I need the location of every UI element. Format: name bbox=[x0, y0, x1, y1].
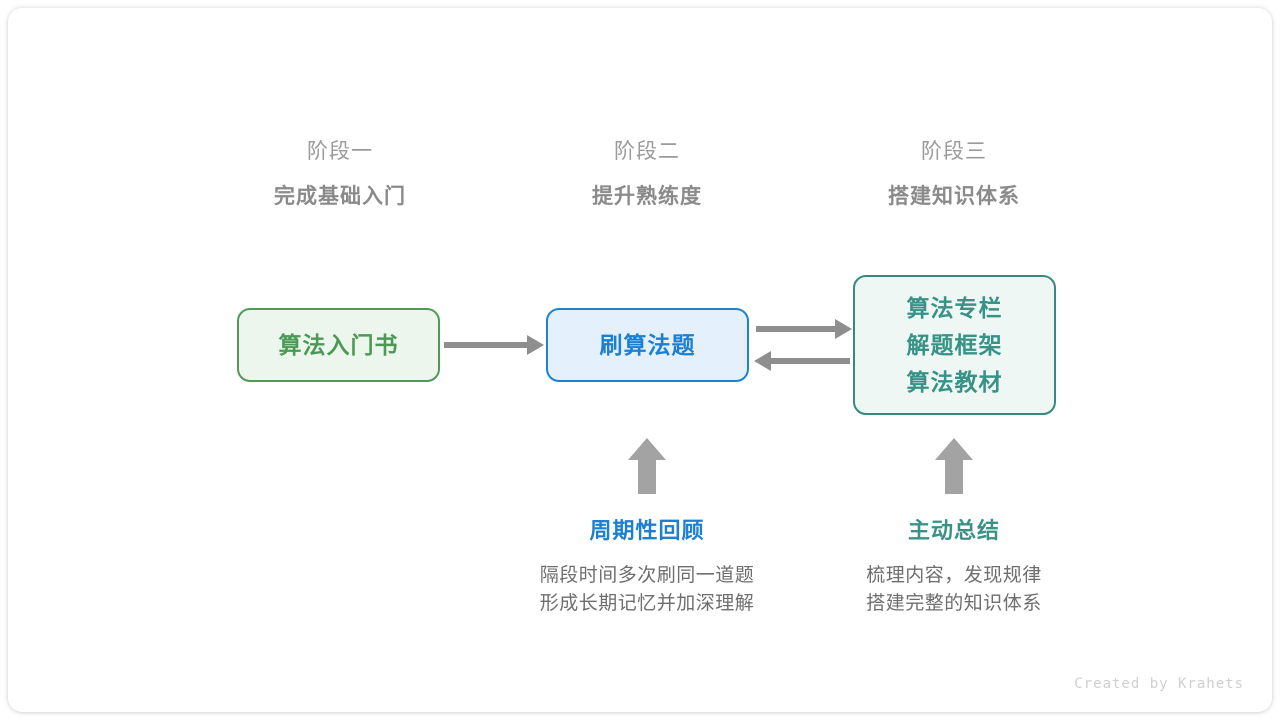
arrow-head bbox=[935, 438, 973, 460]
note-body-line: 形成长期记忆并加深理解 bbox=[539, 593, 755, 614]
node-label-framework: 解题框架 bbox=[906, 331, 1003, 358]
note-body-line: 梳理内容，发现规律 bbox=[866, 565, 1042, 586]
up-arrow-icon-review bbox=[628, 438, 666, 494]
note-title: 主动总结 bbox=[907, 518, 1000, 543]
stage-title: 搭建知识体系 bbox=[888, 185, 1020, 208]
diagram-canvas: 阶段一 完成基础入门 阶段二 提升熟练度 阶段三 搭建知识体系 算法入门书 刷算… bbox=[8, 8, 1272, 712]
stage-header-3: 阶段三 搭建知识体系 bbox=[824, 138, 1084, 212]
note-active-summary: 主动总结 梳理内容，发现规律 搭建完整的知识体系 bbox=[804, 516, 1104, 618]
arrow-shaft bbox=[945, 458, 963, 494]
stage-subtitle: 阶段二 bbox=[614, 140, 680, 163]
arrow-practice-to-resources bbox=[756, 319, 852, 339]
note-periodic-review: 周期性回顾 隔段时间多次刷同一道题 形成长期记忆并加深理解 bbox=[497, 516, 797, 618]
stage-header-1: 阶段一 完成基础入门 bbox=[210, 138, 470, 212]
node-algorithm-intro-book[interactable]: 算法入门书 bbox=[237, 308, 440, 382]
stage-subtitle: 阶段三 bbox=[921, 140, 987, 163]
node-label: 刷算法题 bbox=[599, 331, 696, 358]
node-label-column: 算法专栏 bbox=[906, 294, 1003, 321]
stage-title: 完成基础入门 bbox=[274, 185, 406, 208]
node-learning-resources[interactable]: 算法专栏 解题框架 算法教材 bbox=[853, 275, 1056, 415]
note-body-line: 搭建完整的知识体系 bbox=[866, 593, 1042, 614]
note-title: 周期性回顾 bbox=[589, 518, 705, 543]
node-practice-problems[interactable]: 刷算法题 bbox=[546, 308, 749, 382]
stage-subtitle: 阶段一 bbox=[307, 140, 373, 163]
arrow-shaft bbox=[638, 458, 656, 494]
node-label: 算法入门书 bbox=[278, 331, 399, 358]
credit-text: Created by Krahets bbox=[1074, 676, 1244, 692]
up-arrow-icon-summary bbox=[935, 438, 973, 494]
arrow-book-to-practice bbox=[444, 335, 544, 355]
note-body-line: 隔段时间多次刷同一道题 bbox=[539, 565, 755, 586]
note-body: 隔段时间多次刷同一道题 形成长期记忆并加深理解 bbox=[497, 562, 797, 618]
note-body: 梳理内容，发现规律 搭建完整的知识体系 bbox=[804, 562, 1104, 618]
stage-header-2: 阶段二 提升熟练度 bbox=[517, 138, 777, 212]
arrow-resources-to-practice bbox=[754, 351, 850, 371]
arrow-head bbox=[628, 438, 666, 460]
node-label-textbook: 算法教材 bbox=[906, 368, 1003, 395]
stage-title: 提升熟练度 bbox=[592, 185, 702, 208]
